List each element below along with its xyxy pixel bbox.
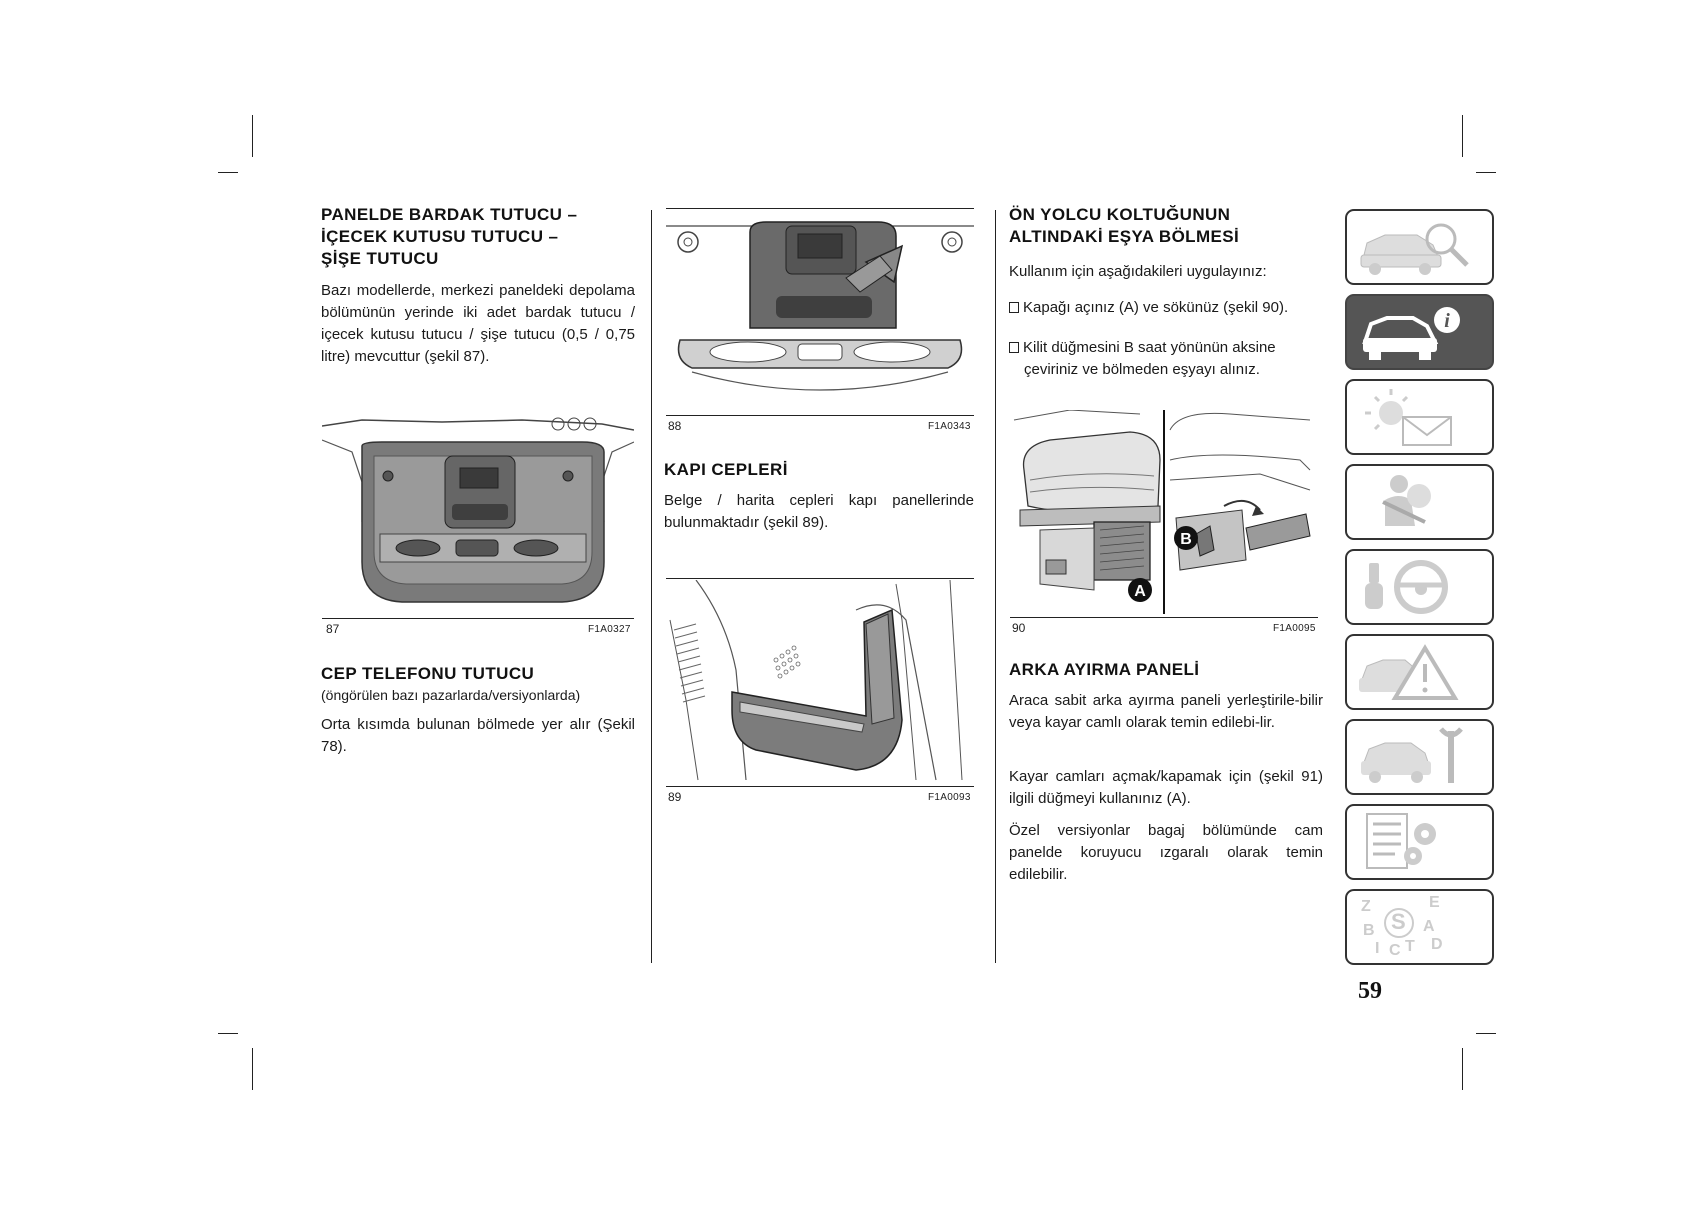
tab-emergency[interactable] (1345, 634, 1494, 710)
crop-mark (252, 1048, 253, 1090)
tab-starting-driving[interactable] (1345, 549, 1494, 625)
under-seat-intro: Kullanım için aşağıdakileri uygulayınız: (1009, 263, 1267, 280)
figure-code: F1A0343 (928, 421, 971, 432)
crop-mark (252, 115, 253, 157)
figure-caption-rule (666, 786, 974, 787)
figure-top-rule (666, 578, 974, 579)
instruction-bullet: Kilit düğmesini B saat yönünün aksine (1009, 337, 1323, 359)
svg-text:i: i (1444, 310, 1450, 332)
phone-holder-paragraph: Orta kısımda bulunan bölmede yer alır (Ş… (321, 716, 635, 755)
figure-88-center-console (666, 212, 974, 408)
checkbox-bullet-icon (1009, 342, 1019, 353)
cup-holder-paragraph: Bazı modellerde, merkezi paneldeki depol… (321, 282, 635, 365)
heading-line: ÖN YOLCU KOLTUĞUNUN (1009, 205, 1231, 224)
figure-code: F1A0327 (588, 624, 631, 635)
figure-number: 89 (668, 790, 682, 804)
checkbox-bullet-icon (1009, 302, 1019, 313)
bullet-text: çeviriniz ve bölmeden eşyayı alınız. (1024, 361, 1260, 378)
index-letter: S (1391, 909, 1406, 934)
index-letter: C (1389, 942, 1401, 959)
heading-line: PANELDE BARDAK TUTUCU – (321, 205, 578, 224)
rear-partition-paragraph-1: Araca sabit arka ayırma paneli yerleştir… (1009, 692, 1323, 731)
heading-line: ALTINDAKİ EŞYA BÖLMESİ (1009, 227, 1240, 246)
rear-partition-paragraph-3: Özel versiyonlar bagaj bölümünde cam pan… (1009, 822, 1323, 883)
figure-90-under-seat-compartment: A B (1010, 410, 1318, 614)
tab-vehicle-info[interactable]: i (1345, 294, 1494, 370)
column-divider (995, 210, 996, 963)
heading-line: İÇECEK KUTUSU TUTUCU – (321, 227, 559, 246)
index-letter: T (1405, 938, 1415, 955)
tab-lights-messages[interactable] (1345, 379, 1494, 455)
tab-alphabetical-index[interactable]: Z E B S A I C T D (1345, 889, 1494, 965)
tab-technical-specs[interactable] (1345, 804, 1494, 880)
figure-89-door-pocket (666, 580, 974, 782)
key-steering-wheel-icon (1365, 560, 1448, 614)
phone-holder-subheading: (öngörülen bazı pazarlarda/versiyonlarda… (321, 687, 581, 703)
index-letter: E (1429, 895, 1440, 911)
crop-mark (218, 172, 238, 173)
crop-mark (1476, 1033, 1496, 1034)
index-letter: I (1375, 940, 1379, 957)
rear-partition-paragraph-2: Kayar camları açmak/kapamak için (şekil … (1009, 768, 1323, 807)
figure-top-rule (666, 208, 974, 209)
door-pockets-paragraph: Belge / harita cepleri kapı panellerinde… (664, 492, 974, 531)
column-divider (651, 210, 652, 963)
index-letter: D (1431, 936, 1443, 953)
crop-mark (1462, 115, 1463, 157)
tab-vehicle-overview[interactable] (1345, 209, 1494, 285)
heading-line: ŞİŞE TUTUCU (321, 249, 439, 268)
bullet-text: Kapağı açınız (A) ve sökünüz (şekil 90). (1023, 299, 1289, 316)
callout-b: B (1180, 531, 1192, 548)
section-heading-door-pockets: KAPI CEPLERİ (664, 460, 788, 479)
figure-caption-rule (322, 618, 634, 619)
figure-number: 88 (668, 419, 682, 433)
index-letter: Z (1361, 898, 1371, 915)
figure-87-cup-holder (322, 412, 634, 610)
crop-mark (218, 1033, 238, 1034)
page-number: 59 (1358, 978, 1382, 1004)
alphabet-index-icon: Z E B S A I C T D (1361, 895, 1443, 959)
tab-safety[interactable] (1345, 464, 1494, 540)
light-envelope-icon (1365, 389, 1452, 446)
instruction-bullet-continuation: çeviriniz ve bölmeden eşyayı alınız. (1024, 359, 1324, 381)
instruction-bullet: Kapağı açınız (A) ve sökünüz (şekil 90). (1009, 297, 1323, 319)
airbag-person-icon (1382, 475, 1431, 526)
figure-caption-rule (666, 415, 974, 416)
section-heading-cup-holder: PANELDE BARDAK TUTUCU – İÇECEK KUTUSU TU… (321, 204, 641, 270)
figure-code: F1A0093 (928, 792, 971, 803)
figure-code: F1A0095 (1273, 623, 1316, 634)
index-letter: B (1363, 922, 1375, 939)
callout-a: A (1134, 583, 1146, 600)
car-wrench-icon (1361, 727, 1463, 783)
car-info-icon: i (1362, 307, 1460, 360)
section-heading-rear-partition: ARKA AYIRMA PANELİ (1009, 660, 1200, 679)
bullet-text: Kilit düğmesini B saat yönünün aksine (1023, 339, 1276, 356)
crop-mark (1476, 172, 1496, 173)
figure-caption-rule (1010, 617, 1318, 618)
index-letter: A (1423, 918, 1435, 935)
car-warning-triangle-icon (1359, 644, 1459, 700)
list-gears-icon (1366, 813, 1436, 869)
car-search-icon (1360, 223, 1469, 275)
figure-number: 87 (326, 622, 340, 636)
crop-mark (1462, 1048, 1463, 1090)
section-heading-under-seat-storage: ÖN YOLCU KOLTUĞUNUN ALTINDAKİ EŞYA BÖLME… (1009, 204, 1329, 248)
figure-number: 90 (1012, 621, 1026, 635)
tab-maintenance[interactable] (1345, 719, 1494, 795)
section-heading-phone-holder: CEP TELEFONU TUTUCU (321, 664, 535, 683)
